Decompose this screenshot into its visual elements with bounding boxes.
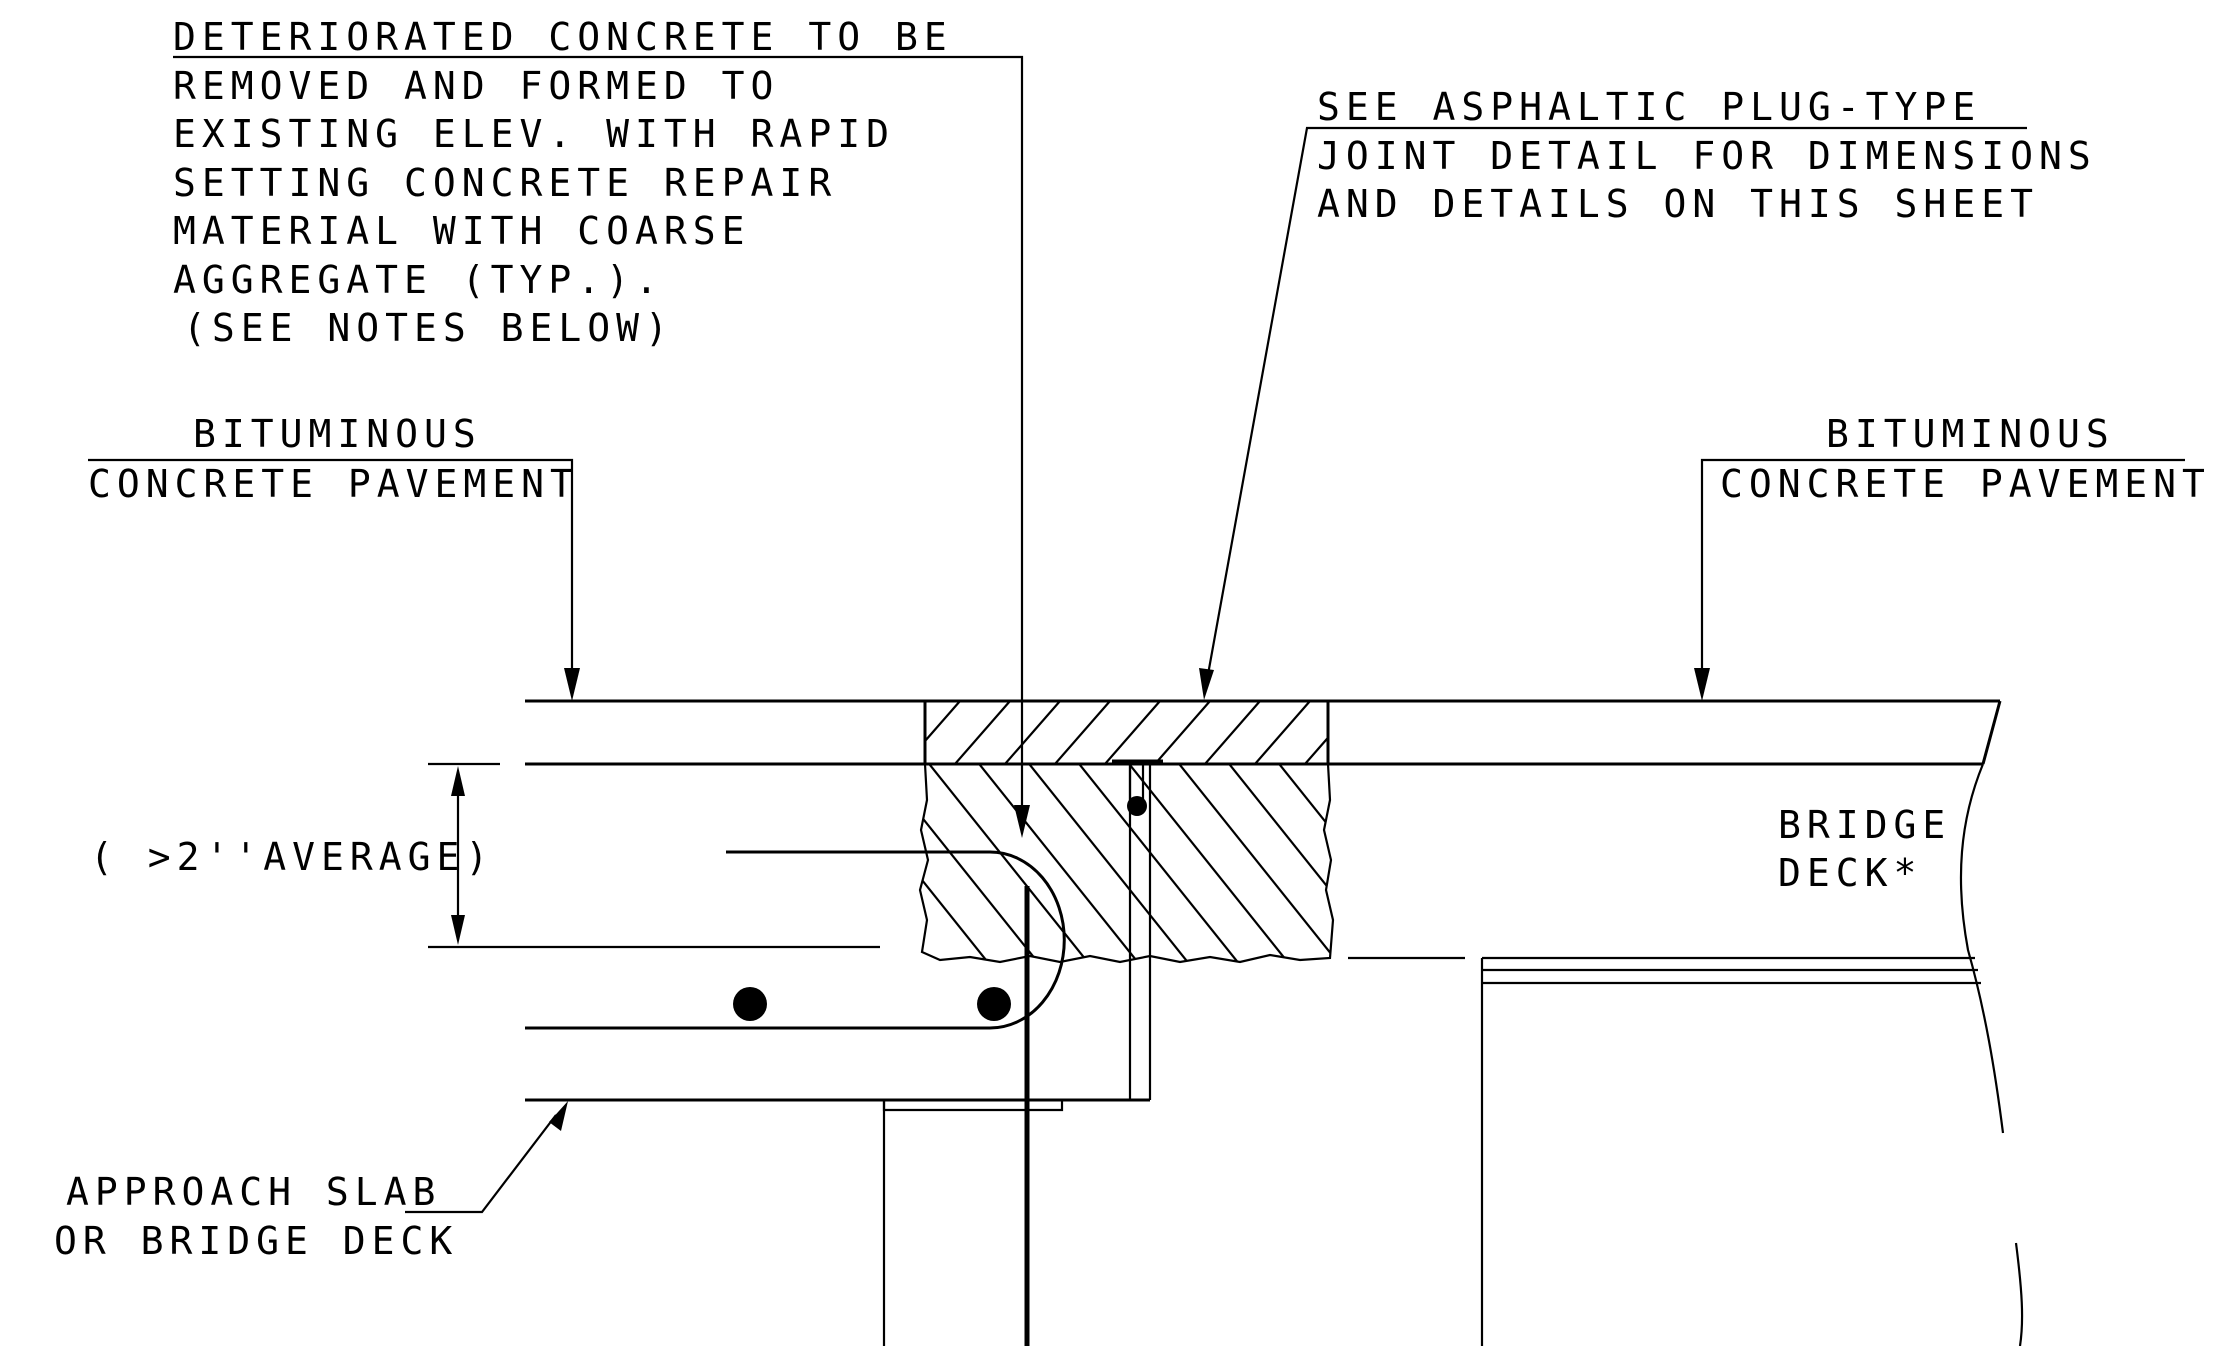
bridge-deck-line-2: DECK* xyxy=(1778,851,1922,895)
average-depth-label: ( >2''AVERAGE) xyxy=(90,835,494,879)
bituminous-left-leader xyxy=(88,458,574,675)
rebar-dot-right xyxy=(977,987,1011,1021)
approach-slab-line-2: OR BRIDGE DECK xyxy=(54,1219,458,1263)
deteriorated-line-3: EXISTING ELEV. WITH RAPID xyxy=(173,112,895,156)
concrete-repair-hatch xyxy=(920,764,1333,962)
asphaltic-plug-hatch xyxy=(925,701,1328,764)
asphaltic-line-1: SEE ASPHALTIC PLUG-TYPE xyxy=(1317,85,1981,129)
bituminous-left-arrowhead xyxy=(564,668,580,701)
bituminous-right-callout: BITUMINOUS CONCRETE PAVEMENT xyxy=(1694,412,2211,701)
approach-slab-leader xyxy=(405,1114,557,1214)
asphaltic-arrowhead xyxy=(1199,668,1214,700)
dimension-arrowhead-top xyxy=(451,766,465,796)
deteriorated-line-6: AGGREGATE (TYP.). xyxy=(173,258,664,302)
approach-slab-callout: APPROACH SLAB OR BRIDGE DECK xyxy=(54,1101,568,1263)
asphaltic-line-2: JOINT DETAIL FOR DIMENSIONS xyxy=(1317,134,2097,178)
deteriorated-line-5: MATERIAL WITH COARSE xyxy=(173,209,751,253)
bituminous-right-line-1: BITUMINOUS xyxy=(1826,412,2115,456)
bituminous-left-callout: BITUMINOUS CONCRETE PAVEMENT xyxy=(88,412,580,701)
bituminous-right-arrowhead xyxy=(1694,668,1710,701)
deteriorated-leader-line xyxy=(173,55,1024,825)
asphaltic-joint-callout: SEE ASPHALTIC PLUG-TYPE JOINT DETAIL FOR… xyxy=(1199,85,2097,700)
bituminous-right-line-2: CONCRETE PAVEMENT xyxy=(1720,462,2211,506)
bituminous-left-line-2: CONCRETE PAVEMENT xyxy=(88,462,579,506)
dimension-arrowhead-bottom xyxy=(451,915,465,945)
reinforcing-steel xyxy=(525,759,1163,1346)
asphaltic-line-3: AND DETAILS ON THIS SHEET xyxy=(1317,182,2039,226)
approach-slab-line-1: APPROACH SLAB xyxy=(66,1170,441,1214)
deteriorated-line-1: DETERIORATED CONCRETE TO BE xyxy=(173,15,953,59)
asphaltic-leader-line xyxy=(1205,126,2027,681)
bridge-deck-callout: BRIDGE DECK* xyxy=(1778,803,1951,895)
bituminous-left-line-1: BITUMINOUS xyxy=(193,412,482,456)
approach-slab-arrowhead xyxy=(549,1101,568,1131)
asphaltic-plug-outline xyxy=(923,699,1330,766)
bridge-deck-line-1: BRIDGE xyxy=(1778,803,1951,847)
deteriorated-line-4: SETTING CONCRETE REPAIR xyxy=(173,161,837,205)
rebar-dot-left xyxy=(733,987,767,1021)
deteriorated-line-2: REMOVED AND FORMED TO xyxy=(173,64,779,108)
deteriorated-line-7: (SEE NOTES BELOW) xyxy=(183,306,674,350)
anchor-bolt-dot xyxy=(1127,796,1147,816)
deteriorated-concrete-callout: DETERIORATED CONCRETE TO BE REMOVED AND … xyxy=(173,15,1030,838)
bituminous-right-leader xyxy=(1700,458,2185,675)
bent-rebar xyxy=(525,850,1066,1030)
slab-structure xyxy=(525,699,2024,1346)
concrete-repair-outline xyxy=(918,763,1335,964)
average-depth-dimension: ( >2''AVERAGE) xyxy=(90,762,880,949)
